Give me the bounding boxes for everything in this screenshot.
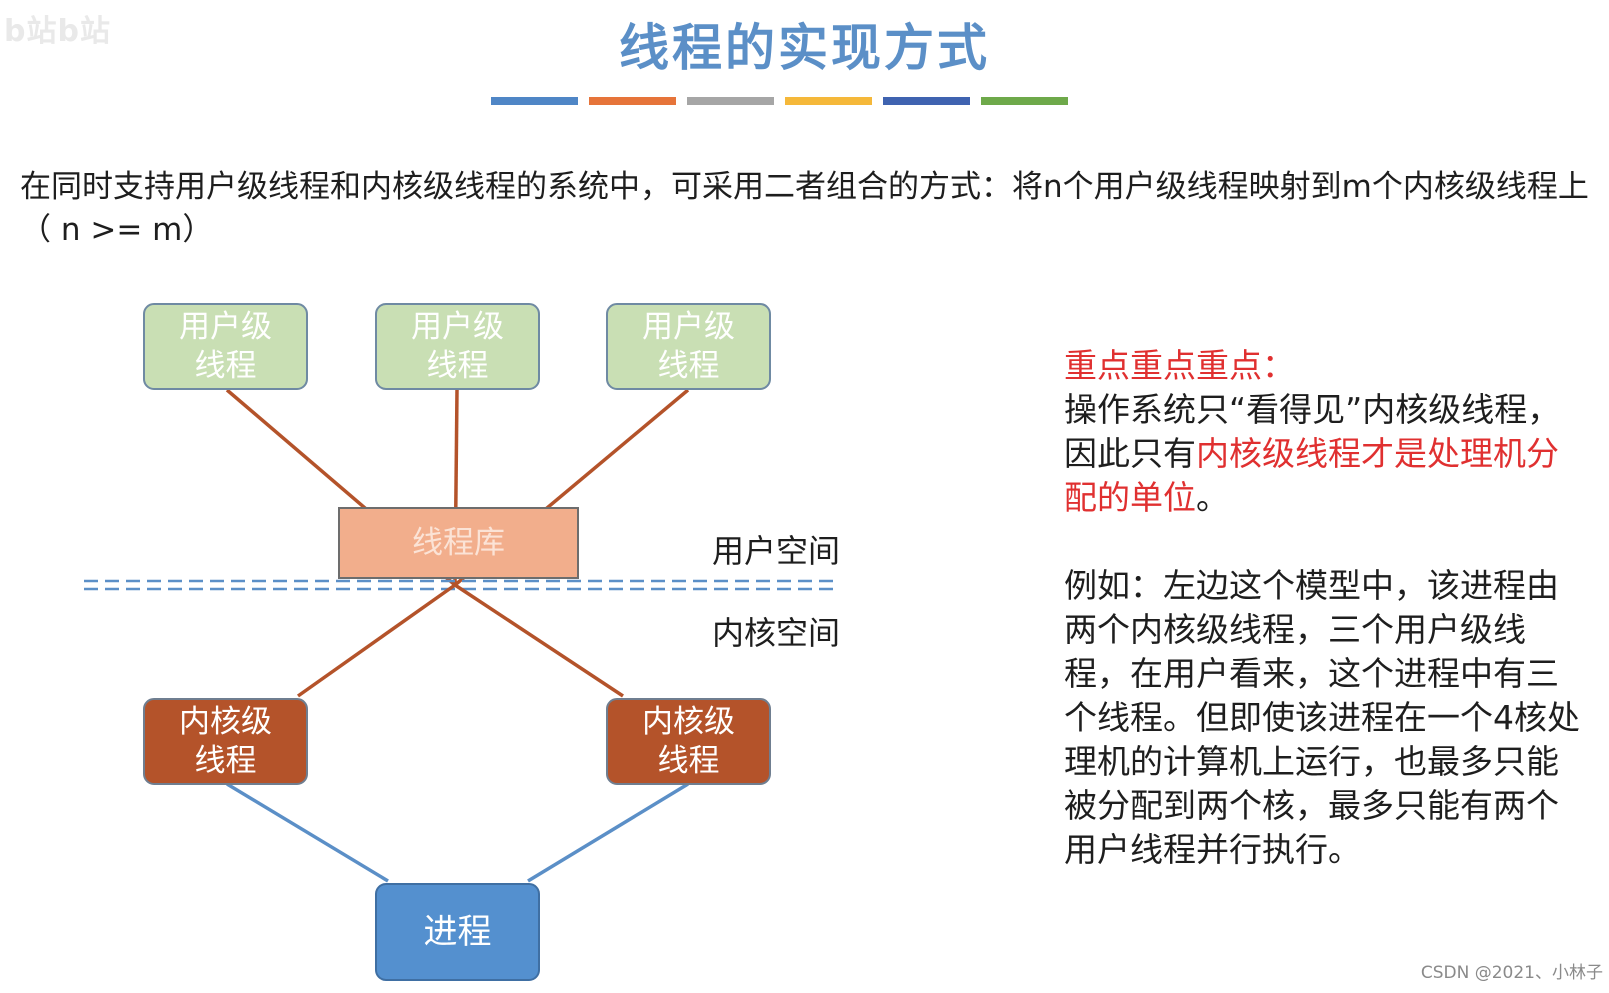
key-point-heading: 重点重点重点： <box>1064 346 1295 385</box>
color-bar-segment <box>589 97 676 105</box>
process-line-right <box>527 782 689 883</box>
thread-library-node: 线程库 <box>338 507 579 579</box>
process-node: 进程 <box>375 883 540 981</box>
color-bar-segment <box>981 97 1068 105</box>
color-bar-segment <box>883 97 970 105</box>
color-bar-segment <box>687 97 774 105</box>
title-color-bar <box>491 97 1068 105</box>
key-point-paragraph: 操作系统只“看得见”内核级线程，因此只有内核级线程才是处理机分配的单位。 <box>1064 388 1584 520</box>
key-point-note: 重点重点重点： 操作系统只“看得见”内核级线程，因此只有内核级线程才是处理机分配… <box>1064 344 1584 872</box>
key-point-end: 。 <box>1196 478 1229 517</box>
color-bar-segment <box>785 97 872 105</box>
watermark: CSDN @2021、小林子 <box>1420 963 1603 983</box>
mapping-line-kernel2 <box>454 583 624 698</box>
user-thread-node: 用户级 线程 <box>375 303 540 390</box>
kernel-thread-node: 内核级 线程 <box>606 698 771 785</box>
kernel-space-label: 内核空间 <box>712 614 841 652</box>
site-logo: b站b站 <box>4 14 111 49</box>
user-thread-node: 用户级 线程 <box>143 303 308 390</box>
slide-title: 线程的实现方式 <box>619 19 990 77</box>
user-space-label: 用户空间 <box>712 532 841 570</box>
mapping-line-kernel1 <box>296 583 457 698</box>
user-thread-node: 用户级 线程 <box>606 303 771 390</box>
example-paragraph: 例如：左边这个模型中，该进程由两个内核级线程，三个用户级线程，在用户看来，这个进… <box>1064 566 1580 869</box>
paragraph-spacer <box>1064 520 1584 564</box>
key-point-text: 操作系统只“看得见”内核级线程，因此只有 <box>1064 390 1561 473</box>
kernel-thread-node: 内核级 线程 <box>143 698 308 785</box>
process-line-left <box>226 782 389 883</box>
intro-text: 在同时支持用户级线程和内核级线程的系统中，可采用二者组合的方式：将n个用户级线程… <box>20 169 1589 248</box>
key-point-emphasis: 内核级线程才是处理机分配的单位 <box>1064 434 1559 517</box>
color-bar-segment <box>491 97 578 105</box>
